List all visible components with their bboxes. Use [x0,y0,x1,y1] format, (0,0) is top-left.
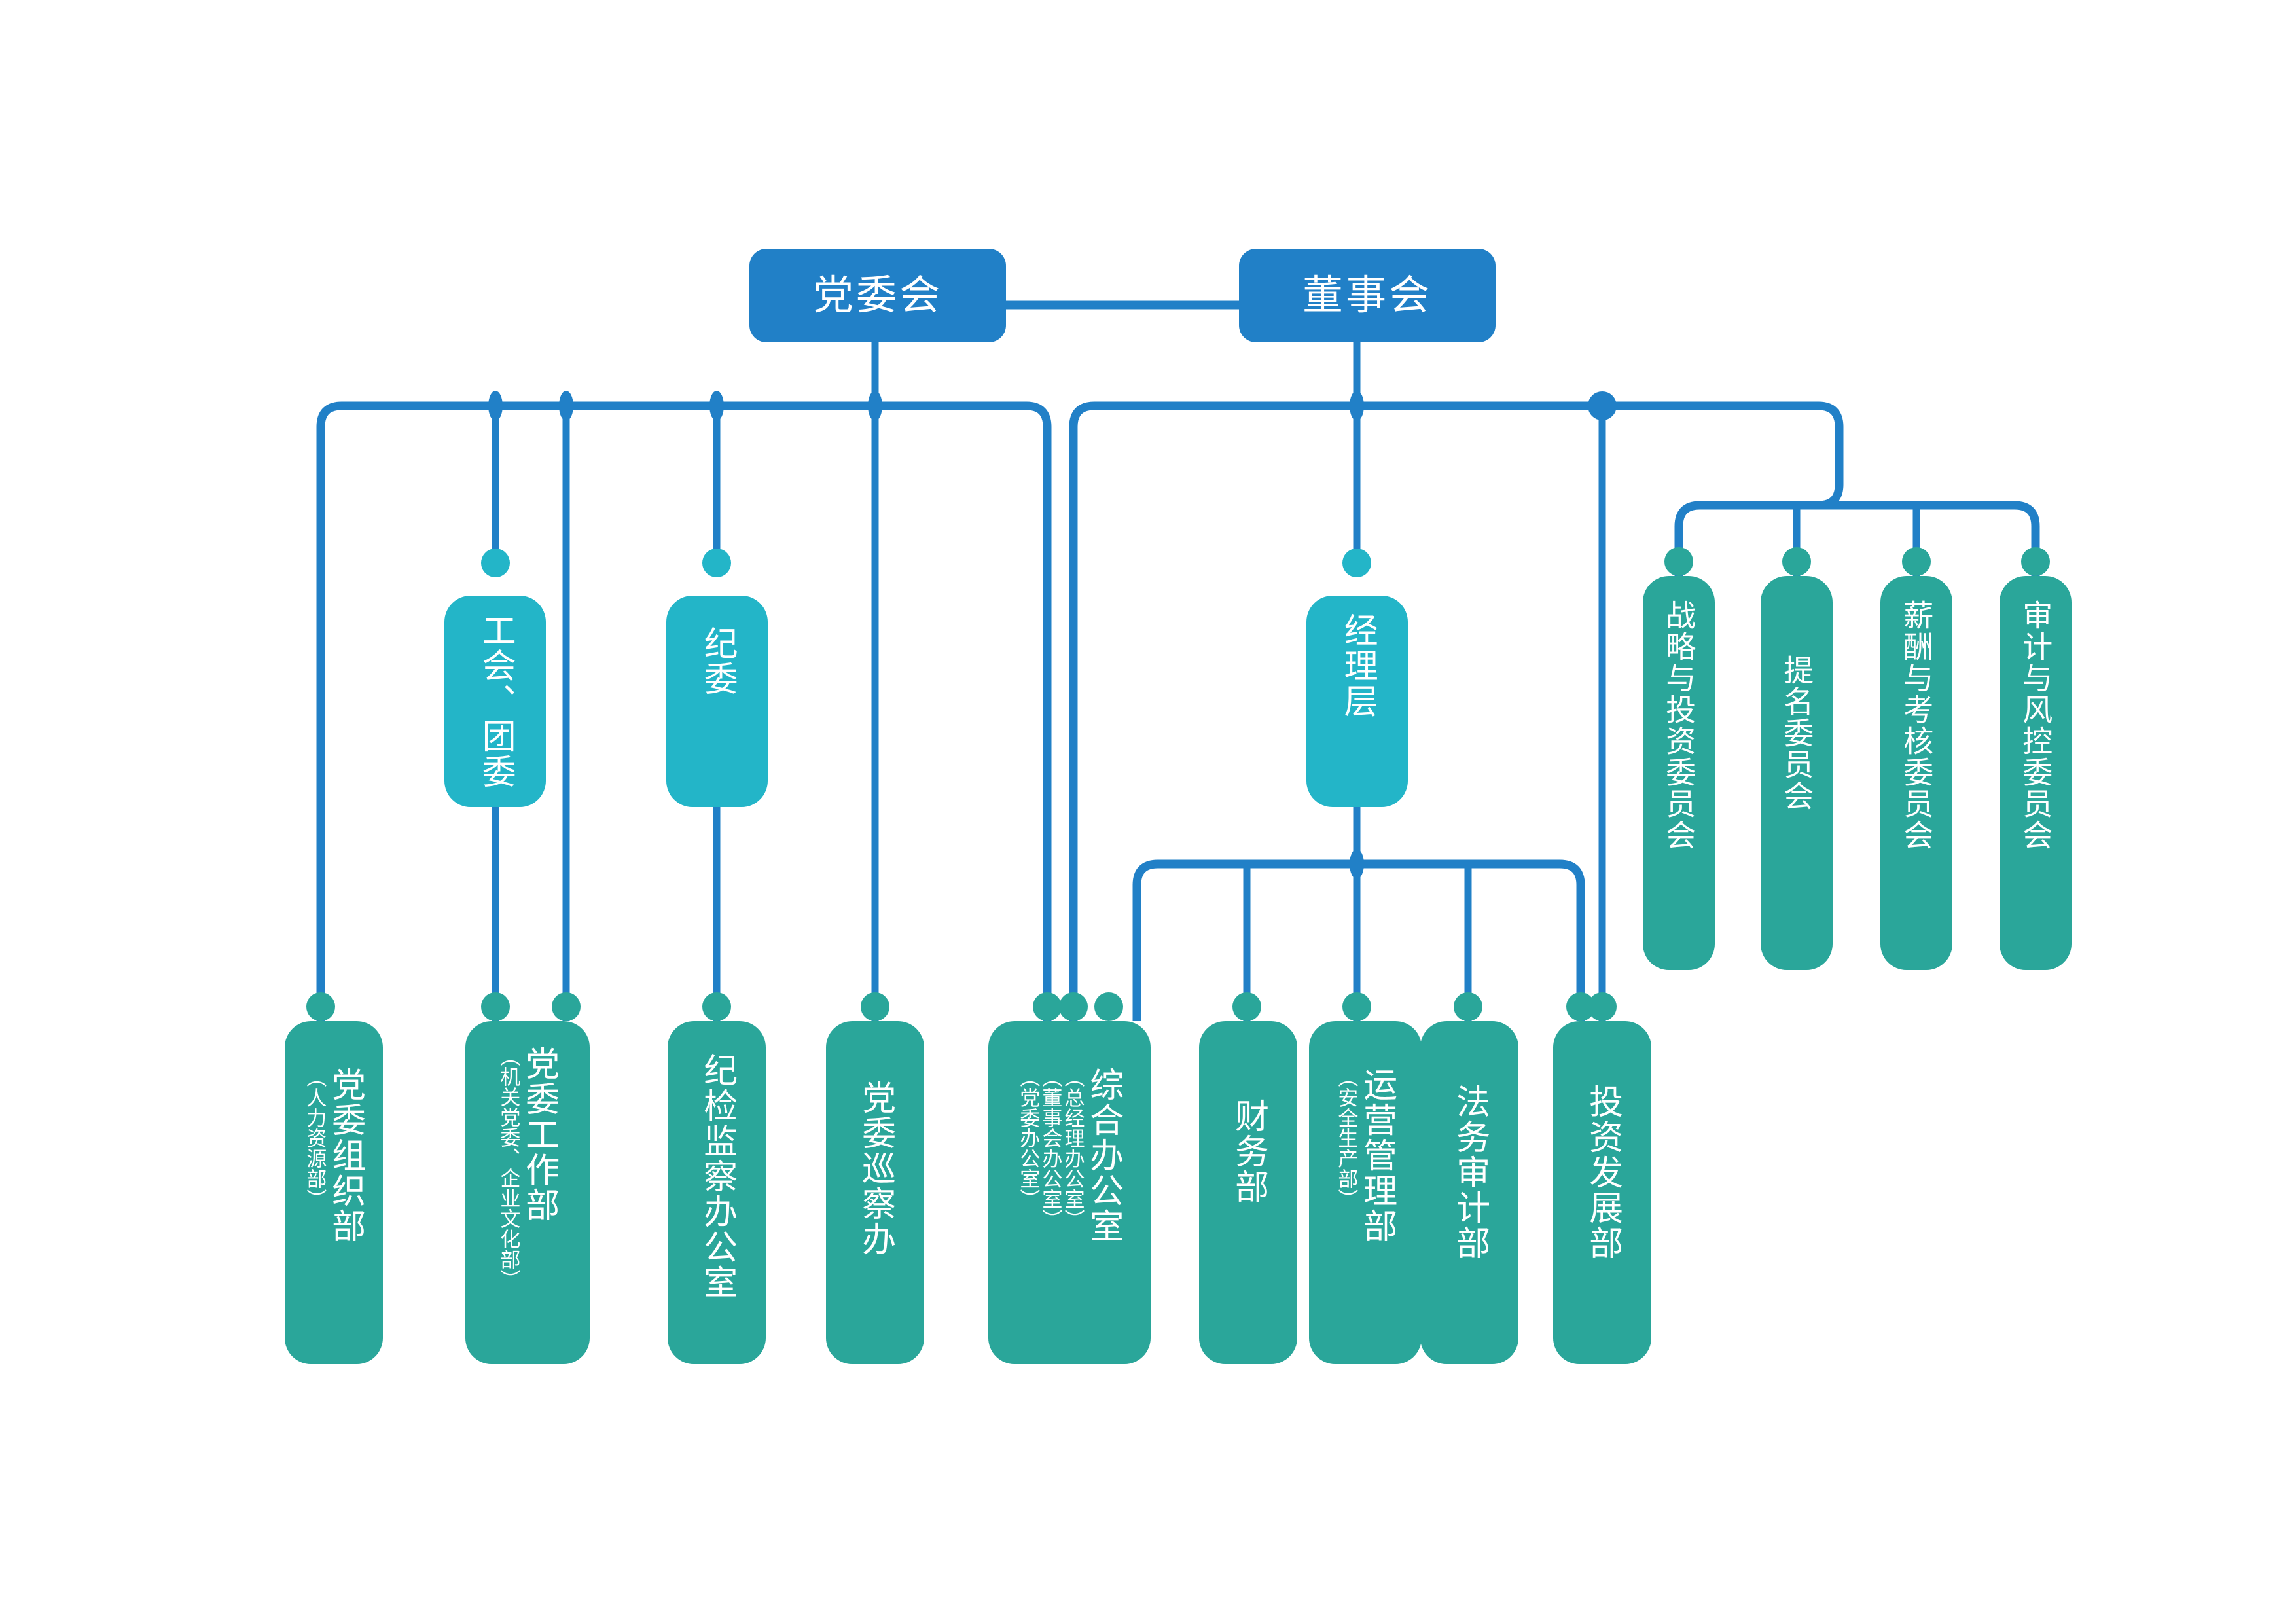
node-label: 提名委员会 [1780,655,1814,812]
node-label: 运营管理部 [1357,1067,1396,1244]
node-committee-1[interactable]: 提名委员会 [1761,576,1833,970]
node-label: 战略与投资委员会 [1662,600,1696,851]
node-label: 投资发展部 [1583,1084,1622,1261]
node-label: 党委组织部 [326,1067,365,1244]
node-sublabel: （总经理办公室） [1061,1067,1085,1229]
node-label: 纪检监察办公室 [698,1053,736,1300]
connector-dot-department-1b [552,992,581,1021]
node-committee-0[interactable]: 战略与投资委员会 [1643,576,1715,970]
connector-dot-committee-1 [1782,547,1811,576]
node-department-0[interactable]: 党委组织部 （人力资源部） [285,1021,383,1364]
node-label: 董事会 [1302,272,1432,318]
connector-dot-department-2 [702,992,731,1021]
node-sublabel: （安全生产部） [1335,1067,1358,1209]
node-department-8[interactable]: 投资发展部 [1553,1021,1651,1364]
node-label: 经理层 [1338,613,1377,719]
connector-dot-discipline [702,549,731,577]
node-department-6[interactable]: 运营管理部 （安全生产部） [1309,1021,1422,1364]
connector-dot-committee-3 [2021,547,2050,576]
node-board-of-directors[interactable]: 董事会 [1239,249,1496,342]
connector-dot-department-4b [1059,992,1088,1021]
node-label: 法务审计部 [1450,1084,1489,1261]
connector-dot-department-4c [1094,992,1123,1021]
node-union-youth-league[interactable]: 工会、团委 [444,596,546,807]
node-sublabels: （总经理办公室） （董事会办公室） （党委办公室） [1016,1067,1085,1229]
node-sublabel: （机关党委、企业文化部） [497,1046,520,1290]
node-label: 党委会 [812,272,942,318]
node-department-5[interactable]: 财务部 [1199,1021,1297,1364]
node-label: 薪酬与考核委员会 [1899,600,1934,851]
node-label: 纪委 [698,626,737,696]
connector-dot-department-6 [1342,992,1371,1021]
node-sublabels: （安全生产部） [1335,1067,1357,1209]
connector-dot-department-4a [1033,992,1062,1021]
connector-dot-committee-0 [1664,547,1693,576]
node-committee-2[interactable]: 薪酬与考核委员会 [1880,576,1952,970]
node-department-1[interactable]: 党委工作部 （机关党委、企业文化部） [465,1021,590,1364]
node-sublabel: （人力资源部） [303,1067,327,1209]
node-label: 党委巡察办 [856,1080,895,1257]
node-department-4[interactable]: 综合办公室 （总经理办公室） （董事会办公室） （党委办公室） [988,1021,1151,1364]
node-discipline-commission[interactable]: 纪委 [666,596,768,807]
connector-dot-department-7 [1454,992,1482,1021]
connector-dot-department-3 [861,992,889,1021]
node-label: 综合办公室 [1084,1067,1122,1244]
connector-dot-management [1342,549,1371,577]
node-sublabels: （人力资源部） [303,1067,327,1209]
node-label: 党委工作部 [520,1046,558,1223]
connector-dot-union [481,549,510,577]
connector-dot-department-8b [1588,992,1617,1021]
connector-dot-department-5 [1232,992,1261,1021]
node-party-committee[interactable]: 党委会 [749,249,1006,342]
node-sublabels: （机关党委、企业文化部） [497,1046,520,1290]
node-management-level[interactable]: 经理层 [1306,596,1408,807]
node-department-3[interactable]: 党委巡察办 [826,1021,924,1364]
node-label: 财务部 [1229,1098,1268,1204]
connector-dot-department-0 [306,992,335,1021]
node-department-2[interactable]: 纪检监察办公室 [668,1021,766,1364]
node-sublabel: （董事会办公室） [1039,1067,1062,1229]
node-department-7[interactable]: 法务审计部 [1420,1021,1518,1364]
node-label: 审计与风控委员会 [2018,600,2053,851]
node-committee-3[interactable]: 审计与风控委员会 [2000,576,2072,970]
connector-dot-committee-2 [1902,547,1931,576]
node-sublabel: （党委办公室） [1016,1067,1040,1209]
node-label: 工会、团委 [476,613,515,789]
connector-dot-department-1a [481,992,510,1021]
